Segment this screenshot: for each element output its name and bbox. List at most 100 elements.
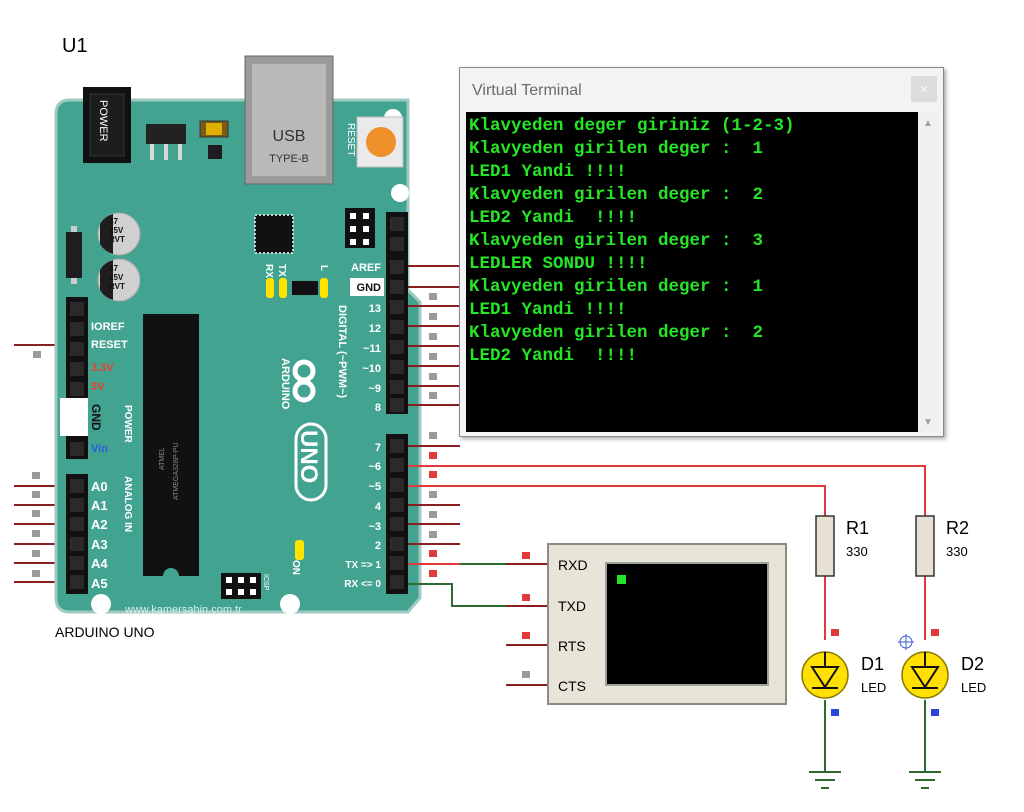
pin-d12: 12 [369,323,381,335]
pin-a4: A4 [91,556,108,571]
analog-header [66,474,88,594]
terminal-line: Klavyeden girilen deger : 3 [469,231,764,251]
terminal-line: Klavyeden girilen deger : 2 [469,185,764,205]
svg-text:RX: RX [263,264,274,278]
icsp-header-bottom: ICSP [221,573,269,599]
pin-d10: ~10 [362,363,381,375]
crystal [199,120,229,159]
pin-d5: ~5 [368,481,381,493]
scroll-down-icon[interactable]: ▼ [923,417,933,428]
terminal-line: Klavyeden deger giriniz (1-2-3) [469,116,795,136]
pin-d8: 8 [375,402,381,414]
pin-a3: A3 [91,537,108,552]
arduino-logo: ARDUINO [279,358,316,410]
analog-section-label: ANALOG IN [122,476,133,532]
status-leds: TX RX L [263,264,329,298]
pin-a5: A5 [91,576,108,591]
pin-vin: Vin [91,443,108,455]
svg-text:47: 47 [109,264,118,273]
pin-a0: A0 [91,479,108,494]
svg-text:ON: ON [290,560,301,575]
pin-gnd-left: GND [89,404,103,431]
led-wires [408,465,926,772]
voltage-regulator [146,124,186,160]
led-d2[interactable] [901,629,949,716]
led-d1[interactable] [801,629,849,716]
terminal-line: LED2 Yandi !!!! [469,208,638,228]
pin-d4: 4 [375,501,382,513]
power-header [60,297,88,459]
svg-text:RESET: RESET [345,123,356,156]
icsp-header-top [345,208,375,248]
pin-d9: ~9 [368,383,381,395]
pin-5v: 5V [91,381,105,393]
atmega-chip: ATMEL ATMEGA328P-PU [143,314,199,576]
terminal-line: Klavyeden girilen deger : 1 [469,277,764,297]
pin-d3: ~3 [368,521,381,533]
d2-type: LED [961,680,986,695]
svg-text:TX: TX [276,264,287,277]
reset-button[interactable]: RESET [345,116,404,168]
pin-gnd-right: GND [357,282,382,294]
pin-d2: 2 [375,540,381,552]
left-pin-stubs [14,344,58,583]
pin-reset: RESET [91,339,128,351]
analog-pin-labels: A0 A1 A2 A3 A4 A5 ANALOG IN [91,476,133,591]
terminal-output[interactable]: Klavyeden deger giriniz (1-2-3) Klavyede… [466,112,918,432]
usb-connector: USB TYPE-B [244,55,334,185]
crosshair-icon [898,634,914,650]
svg-text:RVT: RVT [109,282,125,291]
terminal-line: LED1 Yandi !!!! [469,300,627,320]
close-button[interactable]: × [911,76,937,102]
pin-3v3: 3.3V [91,362,114,374]
pin-ioref: IOREF [91,321,125,333]
pin-a2: A2 [91,517,108,532]
r1-value: 330 [846,544,868,559]
svg-text:25V: 25V [109,226,124,235]
svg-text:ICSP: ICSP [262,574,269,591]
digital-header-low [386,434,408,594]
r2-value: 330 [946,544,968,559]
svg-text:RVT: RVT [109,235,125,244]
r2-ref: R2 [946,518,969,538]
pin-txd: TXD [558,598,586,614]
resistor-r2[interactable] [915,515,935,577]
ground-symbol-d1 [809,771,841,789]
digital-label: DIGITAL (~PWM~) [336,305,348,398]
pin-d11: ~11 [363,343,381,355]
d1-ref: D1 [861,654,884,674]
usb-chip [254,214,294,254]
arduino-board[interactable] [54,98,422,614]
window-title: Virtual Terminal [472,82,582,99]
svg-text:25V: 25V [109,273,124,282]
power-jack: POWER [83,87,131,163]
serial-terminal-component[interactable] [547,543,787,705]
virtual-terminal-window[interactable]: Virtual Terminal × Klavyeden deger girin… [459,67,944,437]
svg-text:ATMEL: ATMEL [159,447,166,470]
svg-text:ARDUINO: ARDUINO [279,358,291,410]
svg-text:L: L [318,265,329,271]
terminal-line: Klavyeden girilen deger : 2 [469,323,764,343]
digital-high-labels: AREF GND 13 12 ~11 ~10 ~9 8 [351,262,381,414]
vertical-scrollbar[interactable]: ▲ ▼ [919,112,939,432]
terminal-line: LEDLER SONDU !!!! [469,254,648,274]
power-pin-labels: IOREF RESET 3.3V 5V GND Vin POWER [89,321,133,455]
d1-type: LED [861,680,886,695]
pin-d13: 13 [369,303,381,315]
serial-pin-labels: RXD TXD RTS CTS [558,557,588,694]
svg-text:ATMEGA328P-PU: ATMEGA328P-PU [173,443,180,500]
digital-low-labels: 7 ~6 ~5 4 ~3 2 TX => 1 RX <= 0 [344,442,382,590]
resistor-r1[interactable] [815,515,835,577]
pin-cts: CTS [558,678,586,694]
capacitor-2: 47 25V RVT [97,258,141,302]
power-section-label: POWER [122,405,133,444]
pin-d1: TX => 1 [345,560,381,571]
on-led: ON [290,540,304,575]
website-label: www.kamersahin.com.tr [124,604,242,616]
scroll-up-icon[interactable]: ▲ [923,118,933,129]
svg-text:47: 47 [109,217,118,226]
pin-a1: A1 [91,498,108,513]
board-refdes: U1 [62,35,88,57]
pin-rxd: RXD [558,557,588,573]
